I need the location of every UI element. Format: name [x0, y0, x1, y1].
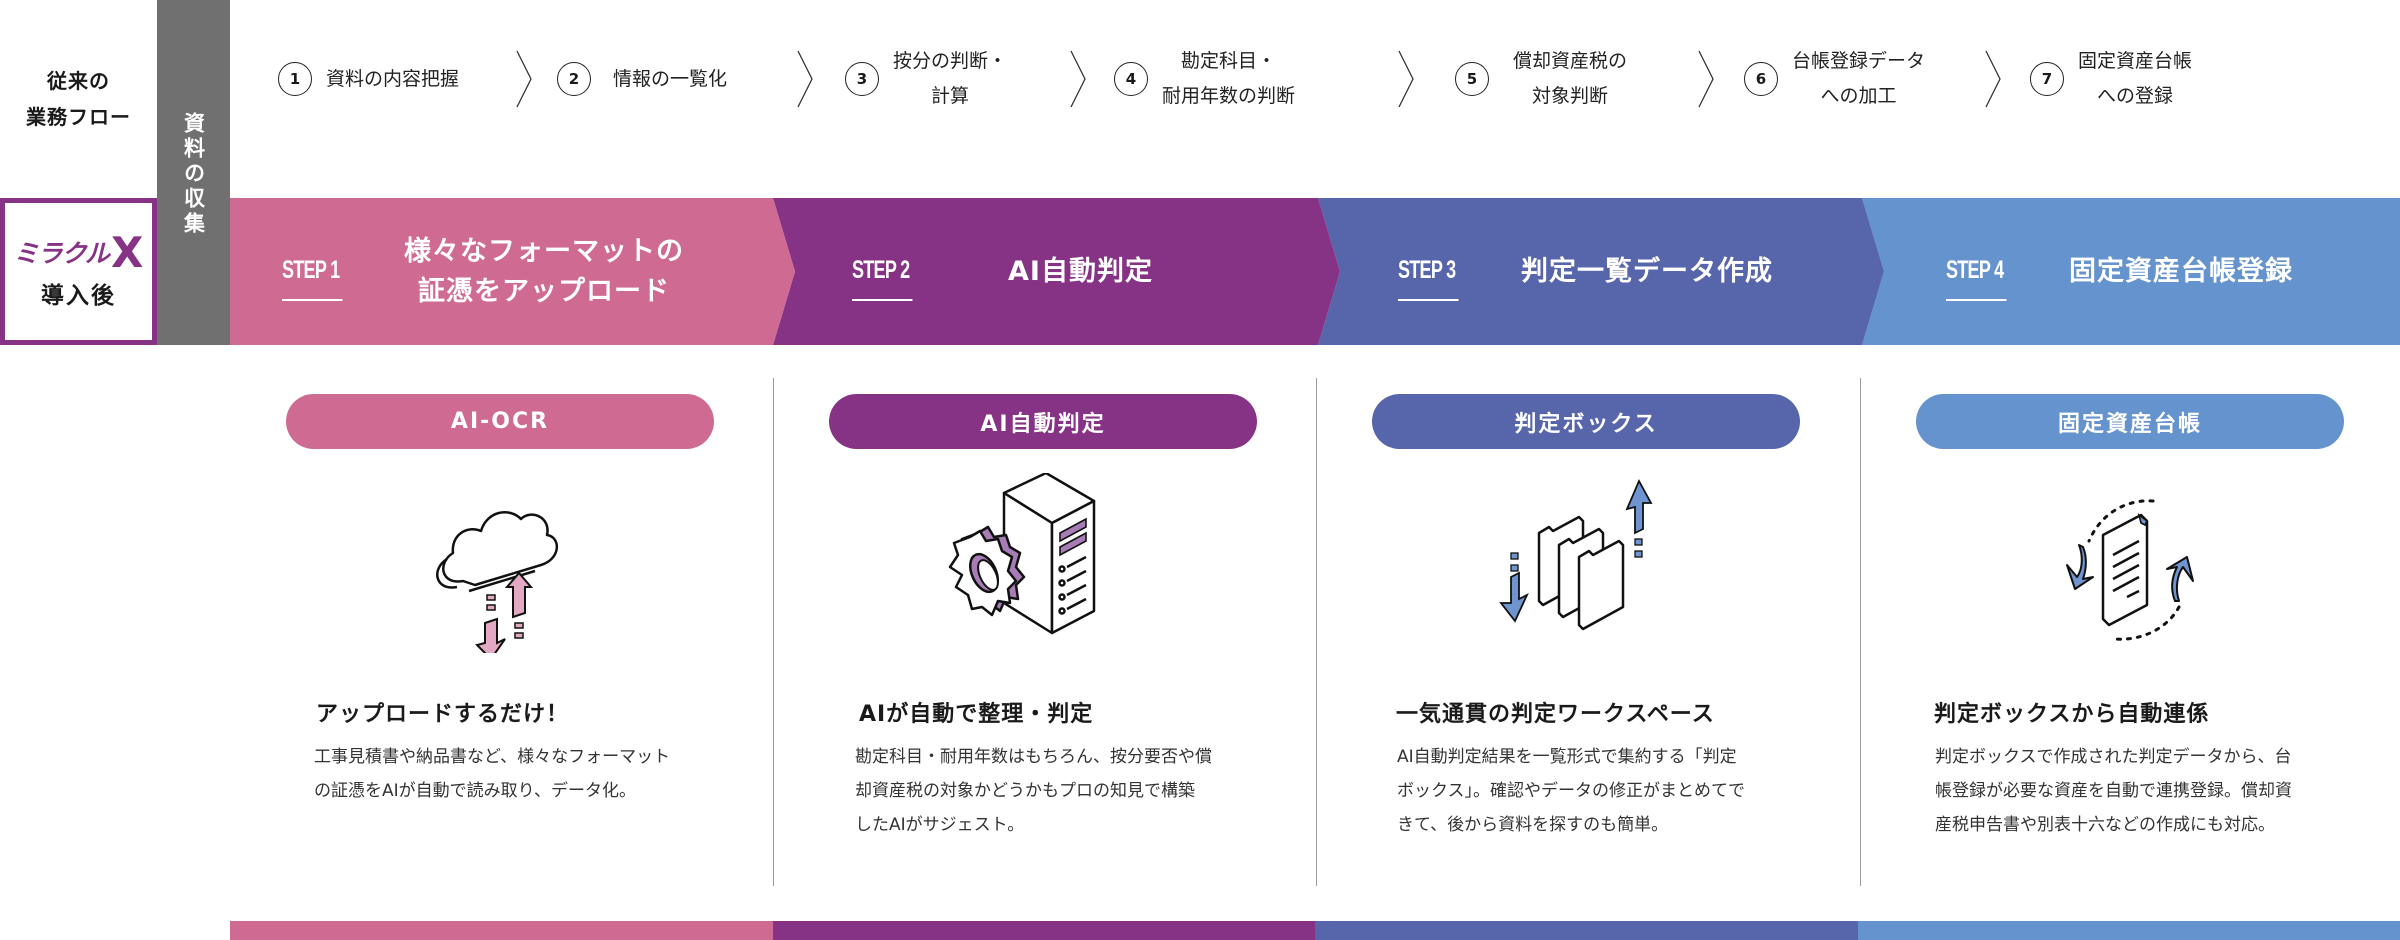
after-adoption-label: 導入後 [41, 282, 116, 309]
chevron-right-icon [1985, 50, 2001, 108]
step-band-arrows [230, 198, 2400, 345]
band-step-3: STEP 3 判定一覧データ作成 [1398, 198, 1773, 345]
chevron-right-icon [1398, 50, 1414, 108]
chevron-right-icon [797, 50, 813, 108]
step-number-badge: 5 [1455, 62, 1489, 96]
feature-description: AI自動判定結果を一覧形式で集約する「判定 ボックス」。確認やデータの修正がまと… [1397, 747, 1745, 835]
band-step-2: STEP 2 AI自動判定 [852, 198, 1153, 345]
collect-materials-bar: 資料の収集 [157, 0, 230, 345]
server-gear-icon [944, 471, 1144, 653]
step-number-badge: 2 [557, 62, 591, 96]
document-sync-icon [2031, 473, 2231, 653]
column-divider [1860, 378, 1861, 886]
legacy-step-text: 情報の一覧化 [613, 67, 728, 90]
after-adoption-box: ミラクル X 導入後 [0, 198, 157, 345]
step-number-badge: 1 [278, 62, 312, 96]
step-title: 様々なフォーマットの 証憑をアップロード [404, 235, 684, 307]
chevron-right-icon [1070, 50, 1086, 108]
legacy-step-3: 3 按分の判断・ 計算 [845, 44, 1007, 114]
chevron-right-icon [516, 50, 532, 108]
bottom-bar-step3 [1315, 921, 1858, 940]
step-number-badge: 7 [2030, 62, 2064, 96]
step-band: STEP 1 様々なフォーマットの 証憑をアップロード STEP 2 AI自動判… [230, 198, 2400, 345]
legacy-step-5: 5 償却資産税の 対象判断 [1455, 44, 1627, 114]
feature-title: アップロードするだけ！ [316, 702, 570, 727]
bottom-bar-step4 [1857, 921, 2400, 940]
legacy-step-1: 1 資料の内容把握 [278, 44, 459, 114]
brand-logo-x: X [110, 227, 144, 277]
feature-card-judgement-box: 判定ボックス 一気通貫の判定ワークスペース AI自動判定結果を一覧形式で集約する… [1316, 378, 1859, 886]
cloud-upload-icon [401, 473, 601, 681]
step-tag: STEP 4 [1946, 256, 2009, 301]
legacy-step-7: 7 固定資産台帳 への登録 [2030, 44, 2192, 114]
feature-pill: AI-OCR [286, 394, 714, 449]
bottom-color-bar [230, 921, 2400, 940]
brand-logo-kana: ミラクル [13, 238, 110, 268]
legacy-label-line2: 業務フロー [26, 105, 131, 129]
brand-logo: ミラクル X [13, 227, 144, 277]
band-step-4: STEP 4 固定資産台帳登録 [1946, 198, 2293, 345]
legacy-step-2: 2 情報の一覧化 [557, 44, 727, 114]
feature-description: 工事見積書や納品書など、様々なフォーマット の証憑をAIが自動で読み取り、データ… [314, 747, 671, 801]
step-tag: STEP 3 [1398, 256, 1461, 301]
feature-description: 勘定科目・耐用年数はもちろん、按分要否や償 却資産税の対象かどうかもプロの知見で… [855, 747, 1212, 835]
step-title: AI自動判定 [1008, 255, 1153, 287]
legacy-step-text: 資料の内容把握 [326, 67, 460, 90]
feature-title: 判定ボックスから自動連係 [1934, 702, 2210, 727]
legacy-step-text: 償却資産税の 対象判断 [1513, 50, 1628, 107]
feature-pill: AI自動判定 [829, 394, 1257, 449]
step-tag: STEP 2 [852, 256, 915, 301]
legacy-step-6: 6 台帳登録データ への加工 [1744, 44, 1925, 114]
chevron-right-icon [1698, 50, 1714, 108]
step-title: 判定一覧データ作成 [1521, 255, 1773, 287]
column-divider [773, 378, 774, 886]
folders-transfer-icon [1487, 473, 1687, 653]
step-tag: STEP 1 [282, 256, 345, 301]
legacy-step-text: 固定資産台帳 への登録 [2078, 50, 2193, 107]
feature-title: 一気通貫の判定ワークスペース [1396, 702, 1715, 727]
step-number-badge: 6 [1744, 62, 1778, 96]
column-divider [1316, 378, 1317, 886]
collect-materials-label: 資料の収集 [181, 112, 206, 237]
feature-card-fixed-asset-ledger: 固定資産台帳 判定ボックスから自動連係 判定ボックスで作成された判定データから、… [1860, 378, 2400, 886]
step-title: 固定資産台帳登録 [2069, 255, 2293, 287]
step-number-badge: 4 [1114, 62, 1148, 96]
bottom-bar-step1 [230, 921, 773, 940]
feature-pill: 固定資産台帳 [1916, 394, 2344, 449]
legacy-flow: 1 資料の内容把握 2 情報の一覧化 3 按分の判断・ 計算 4 勘定科目・ 耐… [230, 0, 2400, 198]
feature-description: 判定ボックスで作成された判定データから、台 帳登録が必要な資産を自動で連携登録。… [1935, 747, 2292, 835]
legacy-flow-label: 従来の 業務フロー [0, 0, 157, 198]
feature-card-ai-judgement: AI自動判定 AIが自動で整理・判定 勘定科目・耐用年数はもちろん、按分要否や償… [773, 378, 1316, 886]
band-step-1: STEP 1 様々なフォーマットの 証憑をアップロード [282, 198, 684, 345]
legacy-step-text: 台帳登録データ への加工 [1792, 50, 1926, 107]
legacy-step-text: 勘定科目・ 耐用年数の判断 [1162, 50, 1296, 107]
legacy-step-text: 按分の判断・ 計算 [893, 50, 1008, 107]
feature-card-ai-ocr: AI-OCR アップロードするだけ！ 工事見積書や納品書など、様々なフォーマット… [230, 378, 773, 886]
legacy-label-line1: 従来の [47, 69, 110, 93]
bottom-bar-step2 [772, 921, 1315, 940]
feature-pill: 判定ボックス [1372, 394, 1800, 449]
step-number-badge: 3 [845, 62, 879, 96]
legacy-step-4: 4 勘定科目・ 耐用年数の判断 [1114, 44, 1295, 114]
feature-title: AIが自動で整理・判定 [859, 702, 1094, 727]
